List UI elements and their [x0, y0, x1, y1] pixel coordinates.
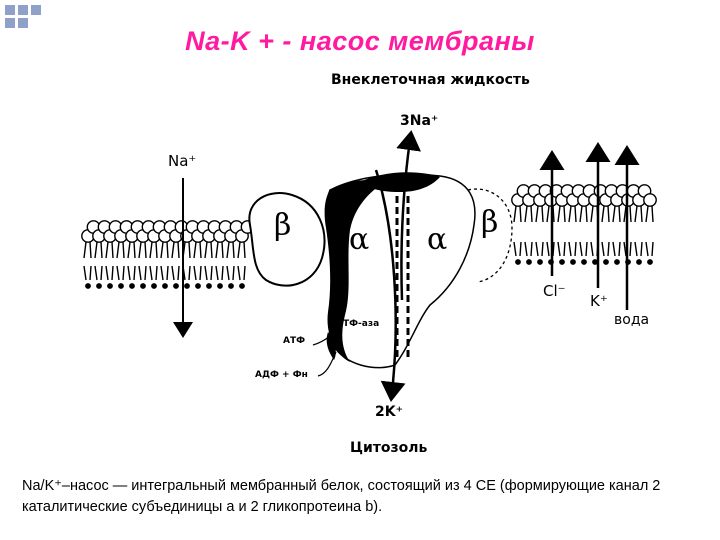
adp-label: АДФ + Фн [255, 370, 308, 380]
beta-left-label: β [274, 208, 292, 243]
adp-pointer [317, 351, 337, 377]
beta-right-label: β [481, 205, 499, 240]
k-label: K⁺ [590, 292, 608, 310]
atpase-cleft [326, 332, 336, 360]
membrane-left [81, 220, 255, 289]
alpha-right-label: α [427, 222, 448, 257]
water-label: вода [614, 312, 650, 328]
k-in-label: 2K⁺ [375, 404, 403, 420]
atp-label: АТФ [283, 336, 306, 346]
cytosol-label: Цитозоль [350, 440, 428, 456]
alpha-left-label: α [349, 222, 370, 257]
slide-title: Na-K + - насос мембраны [185, 26, 535, 56]
membrane-right [511, 184, 657, 265]
atp-pointer [312, 335, 331, 346]
beta-subunit-left [248, 192, 326, 287]
slide-corner-decoration [0, 0, 60, 40]
beta-subunit-right [467, 188, 513, 283]
k-in-arrow [374, 169, 406, 402]
atpase-label: АТФ-аза [336, 319, 380, 329]
na-in-label: Na⁺ [168, 152, 197, 170]
na-out-label: 3Na⁺ [400, 113, 439, 129]
alpha-dark-wall [324, 180, 385, 362]
caption-text: Na/K⁺–насос — интегральный мембранный бе… [22, 478, 661, 515]
cl-label: Cl⁻ [543, 282, 566, 300]
extracellular-label: Внеклеточная жидкость [331, 72, 530, 88]
na-out-arrow [396, 130, 421, 301]
